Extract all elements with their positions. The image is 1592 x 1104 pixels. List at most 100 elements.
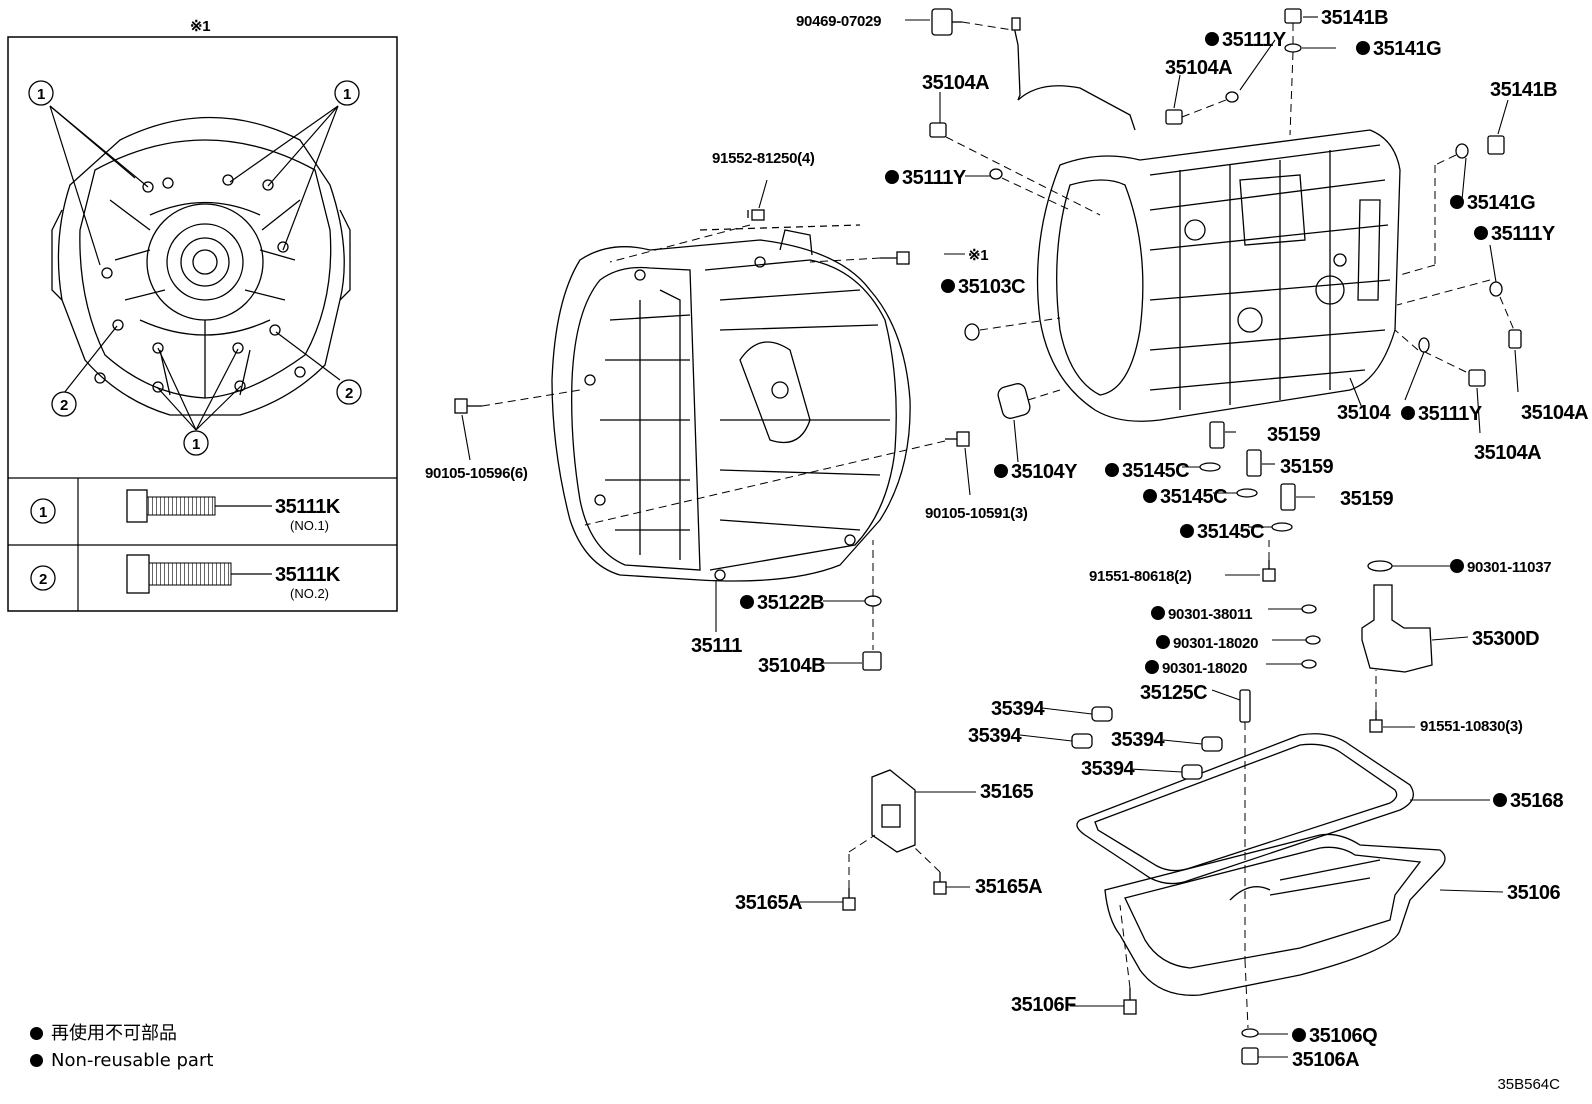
non-reusable-dot — [885, 170, 899, 184]
inset-leaders — [49, 105, 341, 431]
label-91551-80618: 91551-80618(2) — [1089, 568, 1192, 585]
label-35300D: 35300D — [1472, 628, 1539, 650]
svg-text:2: 2 — [60, 397, 68, 414]
label-90469-07029: 90469-07029 — [796, 13, 881, 30]
label-35141G: 35141G — [1467, 192, 1535, 214]
non-reusable-dot — [1474, 226, 1488, 240]
oil-pan-gasket-35168 — [1076, 733, 1414, 885]
label-35165: 35165 — [980, 781, 1033, 803]
transmission-case-35104 — [1036, 129, 1401, 422]
non-reusable-dot — [1145, 660, 1159, 674]
non-reusable-dot — [1143, 489, 1157, 503]
non-reusable-dot — [1180, 524, 1194, 538]
label-90301-18020: 90301-18020 — [1162, 660, 1247, 677]
oil-pan-35106 — [1104, 833, 1446, 996]
label-35106A: 35106A — [1292, 1049, 1359, 1071]
label-35168: 35168 — [1510, 790, 1563, 812]
inset-panel: ※1 — [7, 18, 398, 612]
svg-text:1: 1 — [343, 86, 351, 103]
non-reusable-dot — [740, 595, 754, 609]
svg-text:2: 2 — [39, 571, 47, 588]
non-reusable-dot — [1205, 32, 1219, 46]
non-reusable-dot-icon — [30, 1054, 43, 1067]
label-35111Y: 35111Y — [1222, 29, 1287, 51]
label-35111Y: 35111Y — [902, 167, 967, 189]
inset-row-1: 1 35111K (NO.1) — [30, 489, 341, 533]
label-35104A: 35104A — [1521, 402, 1588, 424]
legend-en-text: Non-reusable part — [51, 1050, 214, 1071]
inset-row-2: 2 35111K (NO.2) — [30, 554, 341, 601]
label-35104Y: 35104Y — [1011, 461, 1078, 483]
label-35165A: 35165A — [735, 892, 802, 914]
label-35104B: 35104B — [758, 655, 825, 677]
label-35159: 35159 — [1340, 488, 1393, 510]
non-reusable-dot — [994, 464, 1008, 478]
label-35122B: 35122B — [757, 592, 824, 614]
label-91552-81250: 91552-81250(4) — [712, 150, 815, 167]
label-35141B: 35141B — [1321, 7, 1388, 29]
label-35106F: 35106F — [1011, 994, 1076, 1016]
label-35141G: 35141G — [1373, 38, 1441, 60]
label-35394: 35394 — [968, 725, 1022, 747]
label-35394: 35394 — [991, 698, 1045, 720]
label-35111: 35111 — [691, 635, 742, 657]
label-35103C: 35103C — [958, 276, 1025, 298]
label-35104: 35104 — [1337, 402, 1391, 424]
label-35111Y: 35111Y — [1418, 403, 1483, 425]
figure-code: 35B564C — [1497, 1076, 1560, 1093]
label-35145C: 35145C — [1160, 486, 1227, 508]
housing-front-view — [51, 116, 351, 416]
label-35111Y: 35111Y — [1491, 223, 1556, 245]
svg-text:1: 1 — [37, 86, 45, 103]
label-35145C: 35145C — [1122, 460, 1189, 482]
non-reusable-dot — [1156, 635, 1170, 649]
label-90301-18020: 90301-18020 — [1173, 635, 1258, 652]
label-35125C: 35125C — [1140, 682, 1207, 704]
label-ref-1: ※1 — [968, 247, 988, 264]
label-90105-10591: 90105-10591(3) — [925, 505, 1028, 522]
label-35104A: 35104A — [922, 72, 989, 94]
label-90105-10596: 90105-10596(6) — [425, 465, 528, 482]
label-35159: 35159 — [1267, 424, 1320, 446]
inset-title: ※1 — [190, 18, 210, 35]
svg-text:2: 2 — [345, 385, 353, 402]
svg-text:1: 1 — [192, 436, 200, 453]
label-35106Q: 35106Q — [1309, 1025, 1377, 1047]
legend-row-en: Non-reusable part — [30, 1047, 213, 1074]
label-35159: 35159 — [1280, 456, 1333, 478]
svg-text:35111K: 35111K — [275, 496, 341, 518]
label-35104A: 35104A — [1165, 57, 1232, 79]
non-reusable-dot — [1292, 1028, 1306, 1042]
non-reusable-dot — [1450, 195, 1464, 209]
svg-text:(NO.1): (NO.1) — [290, 518, 329, 533]
svg-text:1: 1 — [39, 504, 47, 521]
non-reusable-dot — [1401, 406, 1415, 420]
label-91551-10830: 91551-10830(3) — [1420, 718, 1523, 735]
alignment-lines — [481, 21, 1515, 1029]
non-reusable-dot — [1151, 606, 1165, 620]
small-parts — [454, 8, 1522, 1065]
non-reusable-dot — [1493, 793, 1507, 807]
label-90301-11037: 90301-11037 — [1467, 559, 1551, 576]
legend-jp-text: 再使用不可部品 — [51, 1023, 177, 1044]
non-reusable-dot — [1356, 41, 1370, 55]
non-reusable-dot — [1450, 559, 1464, 573]
label-35104A: 35104A — [1474, 442, 1541, 464]
label-35165A: 35165A — [975, 876, 1042, 898]
label-35106: 35106 — [1507, 882, 1560, 904]
non-reusable-dot — [941, 279, 955, 293]
legend: 再使用不可部品 Non-reusable part — [30, 1020, 213, 1074]
label-35394: 35394 — [1111, 729, 1165, 751]
inset-callouts: 1 1 2 2 1 — [28, 80, 362, 456]
part-labels: 90469-07029 35104A 35111Y 35111Y 35104A … — [425, 7, 1589, 1071]
label-90301-38011: 90301-38011 — [1168, 606, 1252, 623]
label-35145C: 35145C — [1197, 521, 1264, 543]
legend-row-jp: 再使用不可部品 — [30, 1020, 213, 1047]
label-35141B: 35141B — [1490, 79, 1557, 101]
svg-text:35111K: 35111K — [275, 564, 341, 586]
transaxle-housing-35111 — [551, 224, 911, 582]
non-reusable-dot — [1105, 463, 1119, 477]
label-35394: 35394 — [1081, 758, 1135, 780]
